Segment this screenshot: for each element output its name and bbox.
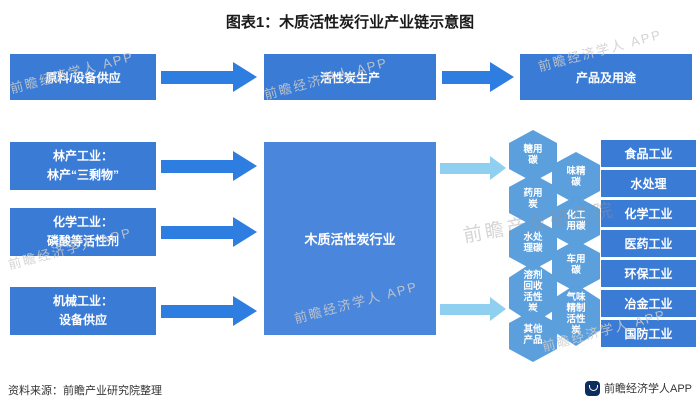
box-line: 磷酸等活性剂 — [46, 234, 119, 248]
hexagon-pharma-carbon: 药用炭 — [509, 174, 557, 226]
box-wood-activated-carbon-industry: 木质活性炭行业 — [264, 142, 436, 335]
box-machinery-industry: 机械工业： 设备供应 — [10, 287, 156, 335]
brand-badge: 前瞻经济学人APP — [584, 380, 692, 396]
brand-name: 前瞻经济学人APP — [603, 383, 692, 395]
box-forestry-industry: 林产工业： 林产“三剩物” — [10, 142, 156, 190]
box-line: 林产“三剩物” — [46, 168, 119, 182]
box-chemical-industry: 化学工业： 磷酸等活性剂 — [10, 208, 156, 256]
box-metallurgy-industry: 冶金工业 — [601, 290, 696, 317]
hexagon-sugar-carbon: 糖用碳 — [509, 130, 557, 182]
flow-arrow-icon — [161, 216, 257, 248]
flow-arrow-icon — [161, 150, 257, 182]
box-line: 化学工业： — [52, 215, 113, 230]
box-activated-carbon-production: 活性炭生产 — [264, 54, 436, 100]
box-water-treatment: 水处理 — [601, 170, 696, 197]
box-food-industry: 食品工业 — [601, 140, 696, 167]
hexagon-other-products: 其他产品 — [509, 310, 557, 362]
box-line: 机械工业： — [52, 294, 113, 309]
flow-arrow-light-icon — [440, 155, 506, 181]
flow-arrow-icon — [161, 295, 257, 327]
qianzhan-logo-icon — [584, 380, 600, 396]
box-environmental-industry: 环保工业 — [601, 260, 696, 287]
source-note: 资料来源：前瞻产业研究院整理 — [8, 385, 162, 397]
box-chemical-industry-use: 化学工业 — [601, 200, 696, 227]
box-raw-material-supply: 原料/设备供应 — [10, 54, 156, 100]
box-products-and-uses: 产品及用途 — [520, 54, 692, 100]
box-defense-industry: 国防工业 — [601, 320, 696, 347]
flow-arrow-icon — [161, 61, 257, 93]
box-pharma-industry: 医药工业 — [601, 230, 696, 257]
box-line: 设备供应 — [58, 313, 107, 327]
flow-arrow-icon — [442, 61, 514, 93]
box-line: 林产工业： — [52, 149, 113, 164]
hexagon-chemical-carbon: 化工用碳 — [552, 196, 600, 248]
hexagon-msg-carbon: 味精碳 — [552, 152, 600, 204]
hexagon-flavor-refining-carbon: 气味精制活性炭 — [552, 284, 600, 346]
chart-title: 图表1：木质活性炭行业产业链示意图 — [225, 14, 475, 31]
flow-arrow-light-icon — [440, 296, 506, 322]
